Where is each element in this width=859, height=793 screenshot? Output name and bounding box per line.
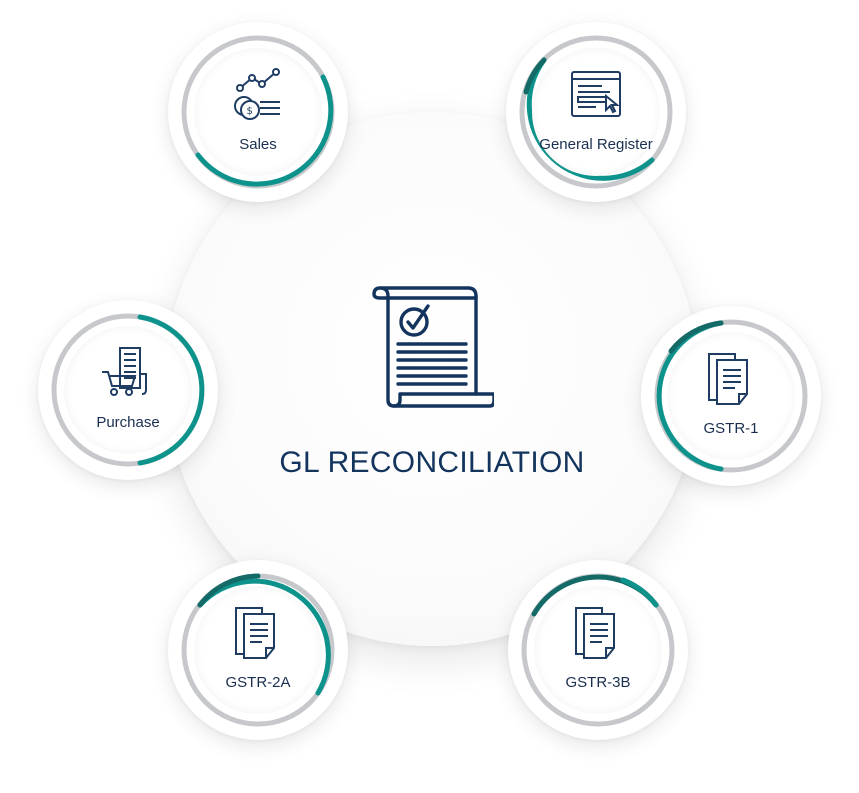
shopping-cart-icon bbox=[102, 347, 147, 396]
node-gstr-2a[interactable]: GSTR-2A bbox=[168, 560, 348, 740]
node-label: Purchase bbox=[96, 414, 160, 431]
documents-icon bbox=[575, 607, 615, 659]
node-sales[interactable]: $ Sales bbox=[168, 22, 348, 202]
documents-icon bbox=[708, 353, 748, 405]
svg-text:$: $ bbox=[247, 106, 253, 117]
node-general-register[interactable]: General Register bbox=[506, 22, 686, 202]
node-inner bbox=[532, 48, 660, 176]
node-purchase[interactable]: Purchase bbox=[38, 300, 218, 480]
node-label: GSTR-2A bbox=[225, 674, 291, 691]
node-label: General Register bbox=[539, 136, 653, 153]
progress-ring bbox=[51, 313, 205, 467]
documents-icon bbox=[235, 607, 275, 659]
node-gstr-3b[interactable]: GSTR-3B bbox=[508, 560, 688, 740]
register-window-icon bbox=[571, 71, 621, 117]
diagram-title: GL RECONCILIATION bbox=[279, 446, 585, 479]
progress-ring bbox=[181, 35, 335, 189]
node-label: GSTR-1 bbox=[703, 420, 759, 437]
reconciliation-document-icon bbox=[372, 286, 494, 408]
progress-ring bbox=[181, 573, 335, 727]
node-label: GSTR-3B bbox=[565, 674, 631, 691]
sales-chart-icon: $ bbox=[234, 68, 280, 120]
progress-ring bbox=[521, 573, 675, 727]
progress-ring bbox=[654, 319, 808, 473]
node-label: Sales bbox=[239, 136, 277, 153]
node-gstr-1[interactable]: GSTR-1 bbox=[641, 306, 821, 486]
